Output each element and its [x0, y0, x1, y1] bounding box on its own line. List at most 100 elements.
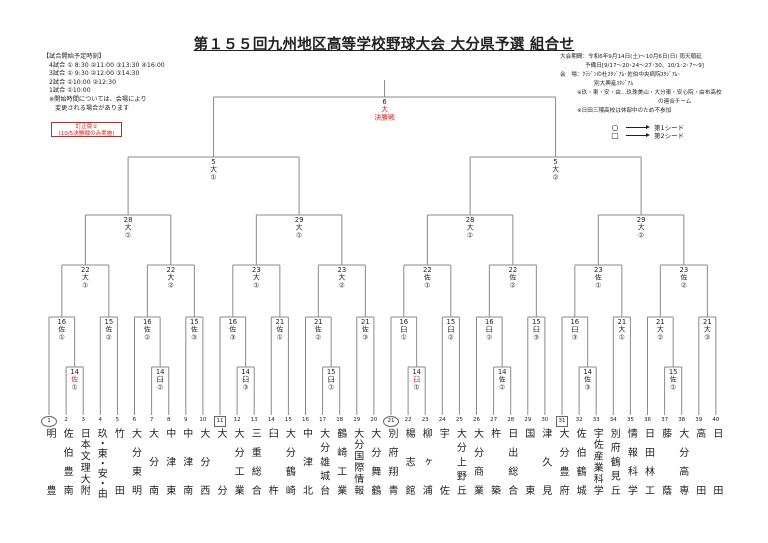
- match-venue: 大: [381, 105, 388, 114]
- team-number: 8: [166, 417, 171, 423]
- match-date: 21: [314, 318, 323, 326]
- match-venue: 佐: [71, 375, 78, 384]
- team-name: 別府鶴見丘: [608, 428, 620, 500]
- team-name: 大分鶴崎: [283, 428, 295, 504]
- schedule-line: 2試合 ①10:00 ②12:30: [49, 78, 117, 86]
- match-venue: 佐: [144, 325, 151, 334]
- match-game-number: ①: [328, 384, 334, 392]
- match-game-number: ③: [704, 334, 710, 342]
- match-venue: 佐: [584, 375, 591, 384]
- match-game-number: ③: [230, 334, 236, 342]
- team-name: 中津南: [180, 428, 192, 514]
- match-game-number: ①: [211, 174, 217, 182]
- team-name: 臼杵: [266, 428, 278, 542]
- match-venue: 臼: [571, 325, 578, 334]
- match-game-number: ②: [106, 334, 112, 342]
- team-number: 12: [233, 417, 241, 423]
- match-date: 5: [211, 158, 215, 166]
- match-venue: 大: [82, 273, 89, 282]
- match-date: 14: [156, 368, 165, 376]
- match-venue: 臼: [413, 375, 420, 384]
- team-name: 日田林工: [642, 428, 654, 504]
- team-name: 竹田: [112, 428, 124, 542]
- legend-label: 第1シード: [654, 124, 685, 132]
- match-date: 22: [81, 266, 90, 274]
- team-number: 33: [592, 417, 600, 423]
- team-name: 大分高専: [676, 428, 688, 504]
- match-venue: 佐: [315, 325, 322, 334]
- match-date: 21: [361, 318, 370, 326]
- team-number: 40: [712, 417, 720, 423]
- team-number: 16: [302, 417, 309, 423]
- match-game-number: ②: [157, 384, 163, 392]
- correction-notice: 訂正版① (10/5決勝戦のみ実施): [51, 122, 122, 137]
- match-venue: 臼: [533, 325, 540, 334]
- match-venue: 大: [704, 325, 711, 334]
- team-number: 3: [81, 417, 85, 423]
- match-game-number: ②: [467, 232, 473, 240]
- venue-text: 会 場：ｸﾗｼﾞﾝの杜ｽﾀｼﾞｱﾑ･佐伯中央病院ｽﾀｼﾞｱﾑ･: [560, 72, 681, 78]
- period-text: 大会期間：令和6年9月14日(土)～10月6日(日) 雨天順延: [560, 54, 702, 60]
- match-date: 23: [338, 266, 347, 274]
- match-date: 29: [637, 216, 646, 224]
- match-venue: 大: [125, 223, 132, 232]
- match-date: 21: [618, 318, 627, 326]
- match-venue: 大: [253, 273, 260, 282]
- match-game-number: ③: [243, 384, 249, 392]
- match-date: 14: [412, 368, 421, 376]
- match-venue: 佐: [680, 273, 687, 282]
- team-number: 39: [695, 417, 703, 423]
- match-venue: 大: [552, 165, 559, 174]
- match-game-number: ①: [296, 232, 302, 240]
- match-venue: 大: [167, 273, 174, 282]
- match-date: 16: [485, 318, 494, 326]
- match-date: 28: [124, 216, 133, 224]
- team-name: 大分南: [146, 428, 158, 514]
- match-venue: 臼: [242, 375, 249, 384]
- team-name: 明豊: [44, 428, 55, 542]
- match-date: 5: [553, 158, 557, 166]
- match-date: 23: [252, 266, 261, 274]
- match-game-number: ②: [339, 282, 345, 290]
- team-name: 大分西: [197, 428, 209, 514]
- match-game-number: ③: [585, 384, 591, 392]
- team-number: 34: [609, 417, 617, 423]
- team-name: 楊志館: [403, 428, 415, 514]
- match-game-number: ②: [553, 174, 559, 182]
- team-name: 津久見: [539, 428, 551, 514]
- match-date: 16: [57, 318, 66, 326]
- match-venue: 大: [338, 273, 345, 282]
- match-date: 14: [241, 368, 250, 376]
- page-title: 第１５５回九州地区高等学校野球大会 大分県予選 組合せ: [193, 37, 575, 53]
- team-name: 日出総合: [505, 428, 517, 504]
- match-date: 15: [105, 318, 114, 326]
- team-number: 5: [115, 417, 120, 423]
- team-number: 22: [404, 417, 412, 423]
- team-number: 13: [250, 417, 258, 423]
- match-game-number: ②: [144, 334, 150, 342]
- match-venue: 佐: [362, 325, 369, 334]
- team-name: 大分舞鶴: [368, 428, 380, 504]
- match-date: 23: [594, 266, 603, 274]
- team-number: 1: [41, 416, 57, 427]
- team-number: 32: [575, 417, 583, 423]
- match-date: 15: [190, 318, 199, 326]
- match-game-number: ③: [191, 334, 197, 342]
- match-game-number: ③: [572, 334, 578, 342]
- tournament-info: 大会期間：令和6年9月14日(土)～10月6日(日) 雨天順延予備日[9/17～…: [560, 53, 722, 116]
- team-number: 24: [438, 417, 446, 423]
- match-venue: 臼: [157, 375, 164, 384]
- team-number: 21: [383, 416, 399, 427]
- match-date: 22: [423, 266, 432, 274]
- team-number: 4: [98, 417, 103, 423]
- team-number: 28: [507, 417, 515, 423]
- match-game-number: ②: [657, 334, 663, 342]
- match-game-number: ①: [277, 334, 283, 342]
- team-name: 大分豊府: [557, 428, 568, 504]
- team-name: 大分雄城台: [317, 428, 329, 500]
- match-game-number: ①: [619, 334, 625, 342]
- joint-team-note-2: の連合チーム: [658, 99, 692, 105]
- match-date: 14: [498, 368, 507, 376]
- team-name: 高田: [693, 428, 705, 542]
- match-game-number: ①: [253, 282, 259, 290]
